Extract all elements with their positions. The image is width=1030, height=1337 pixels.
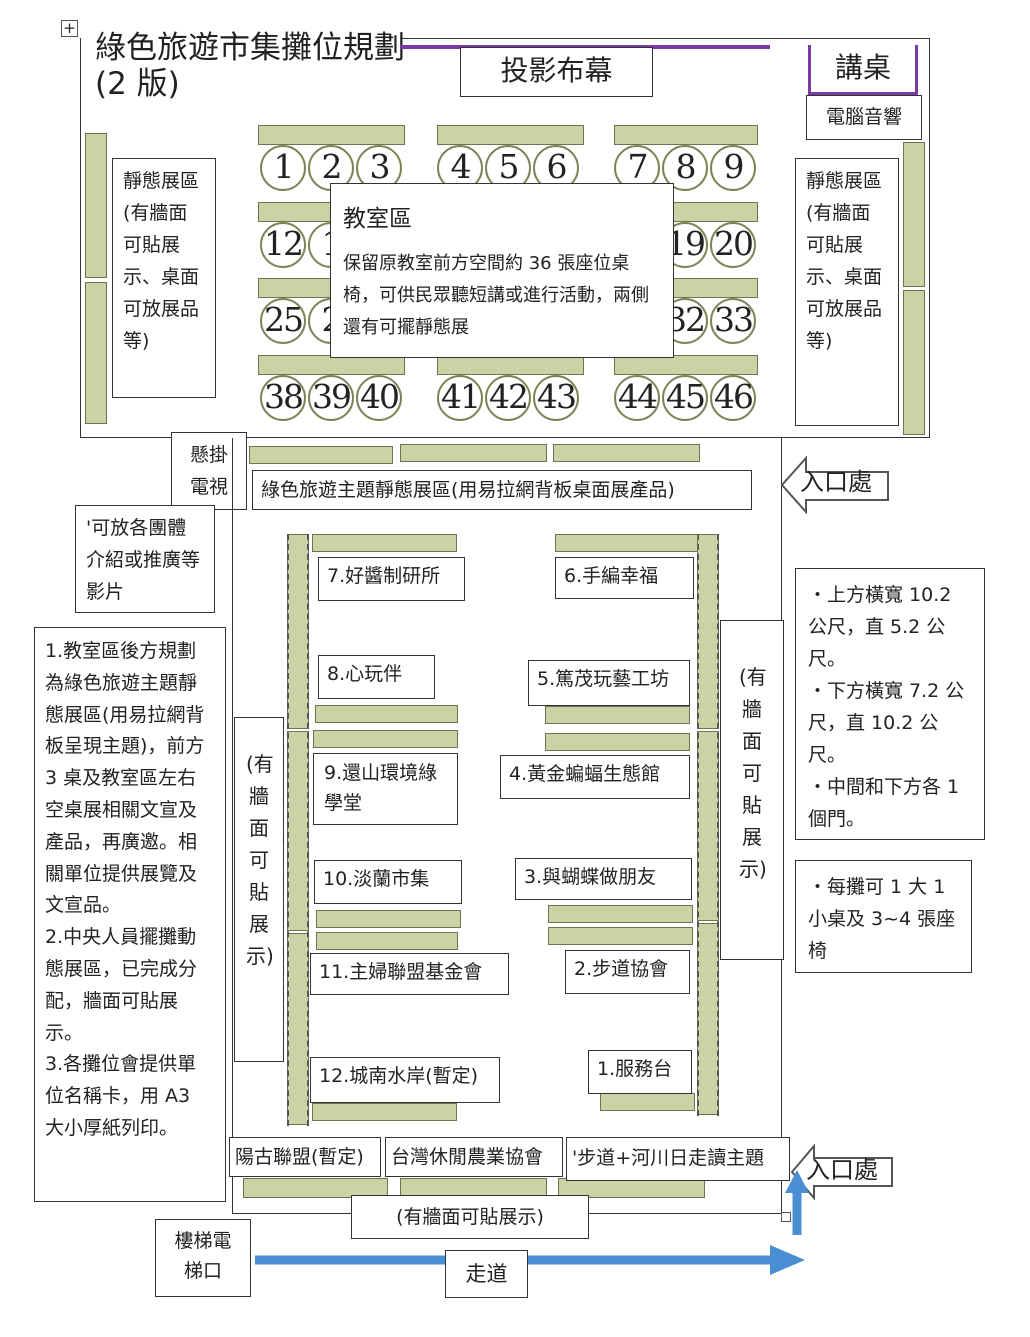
booth-table	[548, 927, 693, 945]
booth-table	[316, 932, 458, 950]
corner-marker	[781, 1212, 791, 1222]
booth-11: 11.主婦聯盟基金會	[310, 953, 509, 995]
walkway-arrow	[255, 1170, 809, 1275]
booth-2: 2.步道協會	[565, 950, 690, 994]
seat: 45	[662, 375, 708, 421]
theme-table	[400, 444, 547, 462]
left-wall-table-1	[85, 133, 107, 278]
theme-table	[249, 446, 393, 464]
booth-table	[545, 733, 690, 751]
booth-bottom-1: 陽古聯盟(暫定)	[229, 1137, 381, 1177]
booth-table	[312, 1103, 457, 1121]
static-zone-right: 靜態展區(有牆面可貼展示、桌面可放展品等)	[795, 158, 899, 426]
booth-table	[316, 910, 461, 928]
seat: 25	[260, 298, 306, 344]
booth-8: 8.心玩伴	[318, 655, 435, 699]
booth-table	[313, 730, 458, 748]
booth-note: ・每攤可 1 大 1 小桌及 3~4 張座椅	[795, 860, 972, 973]
booth-bottom-2: 台灣休閒農業協會	[385, 1137, 563, 1177]
wall-label-left-text: (有牆面可貼展示)	[246, 752, 274, 968]
title-line1: 綠色旅遊市集攤位規劃	[95, 30, 405, 66]
booth-10: 10.淡蘭市集	[314, 860, 462, 904]
booth-table	[600, 1093, 695, 1111]
wall-label-bottom: (有牆面可貼展示)	[351, 1195, 589, 1239]
seat: 43	[533, 375, 579, 421]
upper-room-outline	[80, 38, 930, 438]
booth-6: 6.手編幸福	[555, 557, 694, 599]
seat: 46	[710, 375, 756, 421]
classroom-title: 教室區	[343, 206, 412, 232]
booth-4: 4.黃金蝙蝠生態館	[500, 755, 690, 799]
entrance-arrow-bottom	[790, 1144, 893, 1200]
booth-1: 1.服務台	[588, 1050, 692, 1094]
desk	[437, 125, 584, 145]
diagram-title: 綠色旅遊市集攤位規劃 (2 版)	[95, 30, 405, 102]
seat: 39	[308, 375, 354, 421]
theme-static-zone: 綠色旅遊主題靜態展區(用易拉網背板桌面展產品)	[252, 470, 752, 510]
notes-panel: 1.教室區後方規劃為綠色旅遊主題靜態展區(用易拉網背板呈現主題)，前方 3 桌及…	[34, 627, 226, 1202]
right-wall-table-2	[903, 290, 925, 435]
seat: 40	[356, 375, 402, 421]
booth-9: 9.還山環境綠學堂	[313, 753, 458, 825]
booth-7: 7.好醬制研所	[318, 557, 465, 601]
booth-table	[555, 534, 698, 552]
seat: 1	[260, 145, 306, 191]
podium: 講桌	[808, 45, 918, 95]
booth-table	[315, 705, 458, 723]
right-wall-dashed	[697, 534, 719, 1116]
booth-3: 3.與蝴蝶做朋友	[515, 858, 692, 900]
seat: 20	[710, 222, 756, 268]
projection-screen: 投影布幕	[460, 47, 653, 97]
booth-bottom-3: '步道+河川日走讀主題	[566, 1137, 790, 1181]
desk	[258, 355, 405, 375]
upper-room-top-line	[400, 38, 930, 39]
booth-table	[312, 534, 457, 552]
desk	[614, 125, 758, 145]
classroom-info: 教室區 保留原教室前方空間約 36 張座位桌椅，可供民眾聽短講或進行活動，兩側還…	[330, 183, 674, 358]
seat: 38	[260, 375, 306, 421]
entrance-bottom-label: 入口處	[806, 1156, 878, 1184]
left-wall-table-2	[85, 282, 107, 424]
walkway-label: 走道	[445, 1250, 528, 1298]
right-wall-table-1	[903, 142, 925, 287]
theme-table	[553, 444, 700, 462]
booth-12: 12.城南水岸(暫定)	[310, 1057, 500, 1103]
desk	[258, 125, 405, 145]
wall-label-right-text: (有牆面可貼展示)	[739, 665, 767, 881]
stairs-elevator: 樓梯電梯口	[155, 1219, 251, 1297]
booth-5: 5.篤茂玩藝工坊	[528, 660, 690, 706]
seat: 9	[710, 145, 756, 191]
computer-audio: 電腦音響	[806, 95, 922, 140]
entrance-top-label: 入口處	[800, 468, 872, 496]
booth-table	[545, 706, 690, 724]
seat: 41	[437, 375, 483, 421]
bottom-table	[243, 1178, 388, 1198]
booth-table	[548, 905, 693, 923]
static-zone-left: 靜態展區(有牆面可貼展示、桌面可放展品等)	[112, 158, 216, 398]
seat: 12	[260, 222, 306, 268]
desk	[614, 355, 758, 375]
seat: 44	[614, 375, 660, 421]
title-line2: (2 版)	[95, 66, 180, 102]
wall-label-right: (有牆面可貼展示)	[720, 620, 784, 960]
left-wall-dashed	[287, 534, 309, 1126]
entrance-arrow-top	[780, 456, 889, 514]
wall-label-left: (有牆面可貼展示)	[234, 717, 284, 1062]
seat: 42	[485, 375, 531, 421]
classroom-desc: 保留原教室前方空間約 36 張座位桌椅，可供民眾聽短講或進行活動，兩側還有可擺靜…	[343, 253, 649, 338]
desk	[437, 355, 584, 375]
seat: 33	[710, 298, 756, 344]
expand-icon[interactable]: +	[61, 20, 78, 37]
tv-note: '可放各團體介紹或推廣等影片	[75, 505, 215, 613]
dimensions-note: ・上方橫寬 10.2 公尺，直 5.2 公尺。 ・下方橫寬 7.2 公尺，直 1…	[795, 568, 985, 840]
